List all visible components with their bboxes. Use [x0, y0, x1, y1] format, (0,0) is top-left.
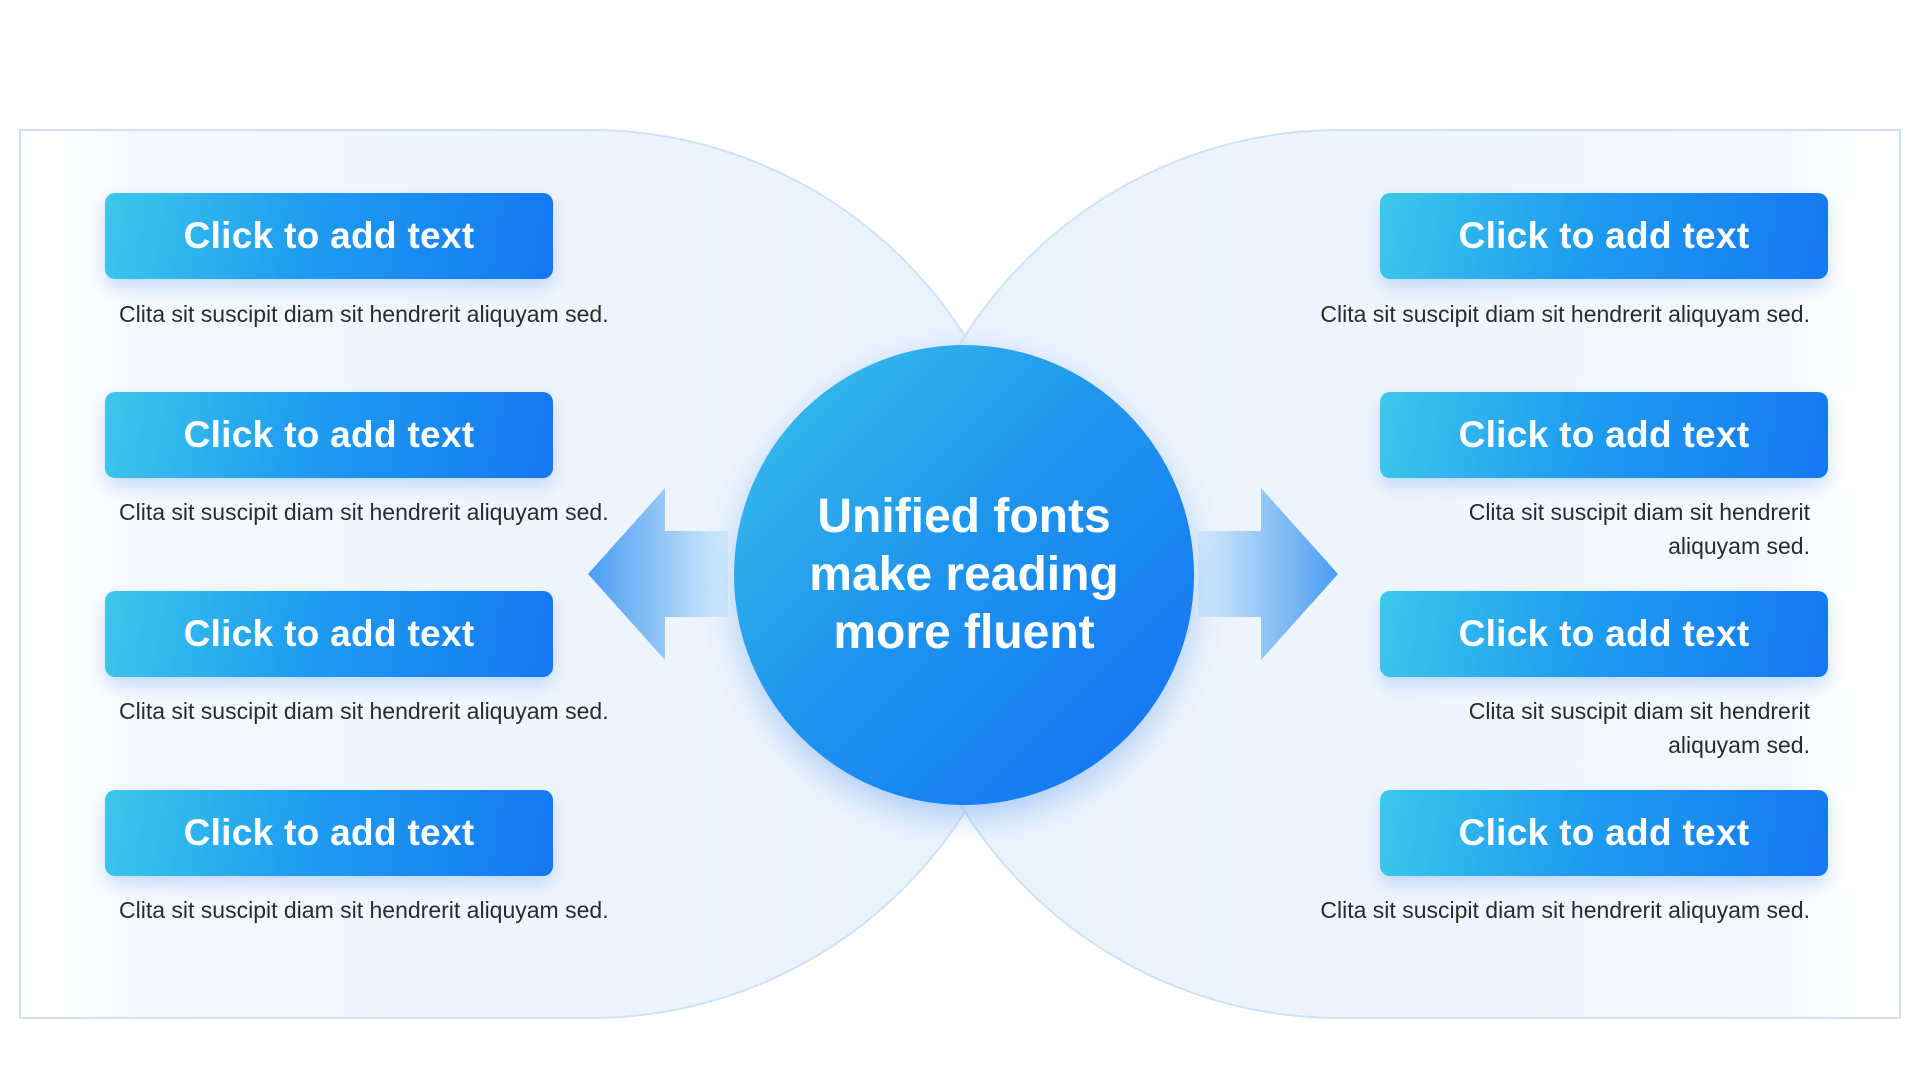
- left-item-4-button[interactable]: Click to add text: [105, 790, 553, 876]
- left-item-1-description: Clita sit suscipit diam sit hendrerit al…: [119, 301, 609, 327]
- left-item-3-description: Clita sit suscipit diam sit hendrerit al…: [119, 698, 609, 724]
- right-item-2-description: Clita sit suscipit diam sit hendrerit al…: [1468, 499, 1810, 559]
- center-circle[interactable]: Unified fonts make reading more fluent: [734, 345, 1194, 805]
- right-item-3-button[interactable]: Click to add text: [1380, 591, 1828, 677]
- left-item-3-button[interactable]: Click to add text: [105, 591, 553, 677]
- left-item-1-button[interactable]: Click to add text: [105, 193, 553, 279]
- left-item-4-description: Clita sit suscipit diam sit hendrerit al…: [119, 897, 609, 923]
- right-item-2-button[interactable]: Click to add text: [1380, 392, 1828, 478]
- left-item-2-button[interactable]: Click to add text: [105, 392, 553, 478]
- arrow-right-icon: [1198, 488, 1338, 660]
- center-title: Unified fonts make reading more fluent: [809, 490, 1119, 659]
- right-item-3-description: Clita sit suscipit diam sit hendrerit al…: [1468, 698, 1810, 758]
- right-item-1-button[interactable]: Click to add text: [1380, 193, 1828, 279]
- right-item-1-description: Clita sit suscipit diam sit hendrerit al…: [1320, 301, 1810, 327]
- right-item-4-description: Clita sit suscipit diam sit hendrerit al…: [1320, 897, 1810, 923]
- arrow-left-icon: [588, 488, 728, 660]
- right-item-4-button[interactable]: Click to add text: [1380, 790, 1828, 876]
- left-item-2-description: Clita sit suscipit diam sit hendrerit al…: [119, 499, 609, 525]
